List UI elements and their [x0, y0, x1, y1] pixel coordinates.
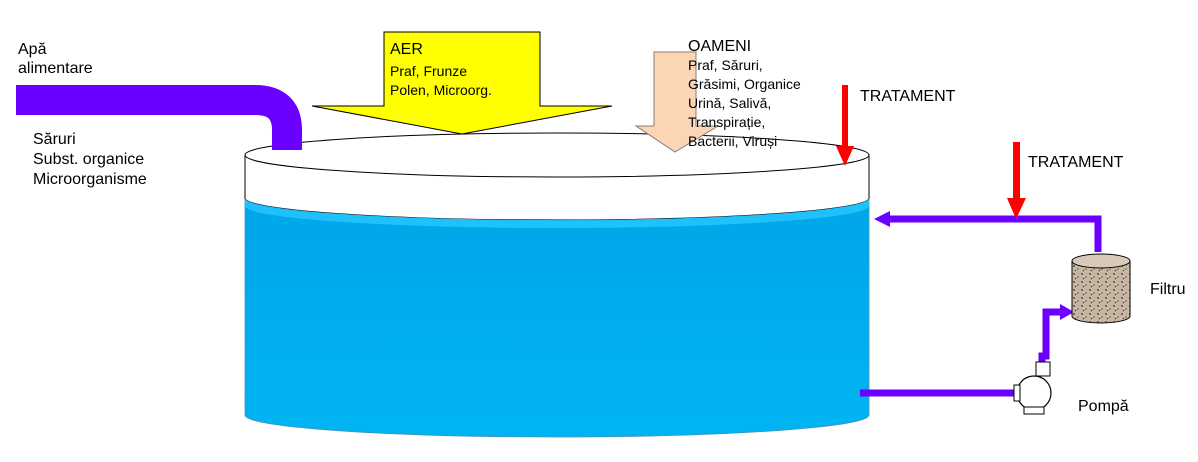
treatment-label-pipe: TRATAMENT: [1028, 154, 1124, 171]
air-arrow: [311, 31, 613, 135]
filter-cylinder: [1071, 253, 1131, 324]
air-contents: Praf, Frunze Polen, Microorg.: [390, 63, 492, 98]
people-arrow: [634, 51, 720, 153]
inlet-contents: Săruri Subst. organice Microorganisme: [33, 131, 149, 188]
pool-tank: [244, 132, 870, 438]
people-title: OAMENI: [688, 38, 751, 55]
filter-return-pipe: [886, 215, 1102, 252]
inlet-title: Apă alimentare: [18, 41, 93, 77]
filter-inlet-arrowhead: [1060, 304, 1074, 320]
pool-top-ellipse: [244, 132, 870, 178]
water-surface: [245, 198, 869, 228]
people-contents: Praf, Săruri, Grăsimi, Organice Urină, S…: [688, 57, 805, 149]
pool-water: [244, 197, 870, 438]
treatment-arrow-top: [836, 85, 854, 166]
air-title: AER: [390, 41, 423, 58]
treatment-arrow-pipe: [1007, 142, 1026, 219]
treatment-label-top: TRATAMENT: [860, 88, 956, 105]
return-pipe-arrowhead: [874, 211, 890, 227]
pump: [1013, 361, 1052, 415]
filter-label: Filtru: [1150, 281, 1186, 298]
pump-label: Pompă: [1078, 398, 1129, 415]
inlet-pipe: [16, 85, 302, 150]
